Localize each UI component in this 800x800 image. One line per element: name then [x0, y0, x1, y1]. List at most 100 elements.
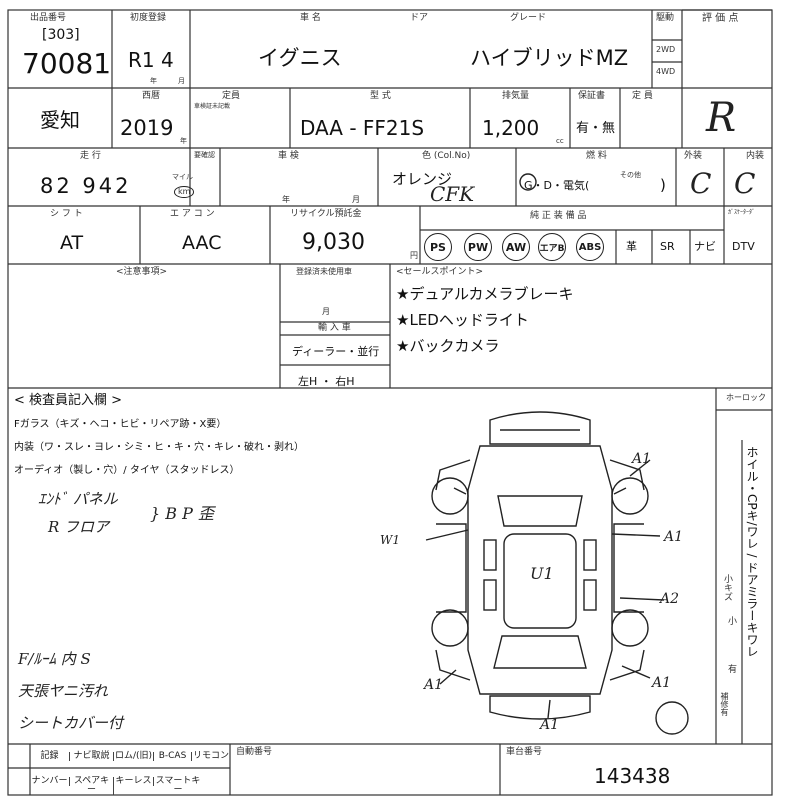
side-small-4: 補修有	[720, 692, 729, 716]
other-label: 定 員	[632, 91, 653, 101]
footer-item-smart-key: スマートキー	[155, 776, 201, 795]
meter-label: 要確認	[194, 151, 215, 159]
grade-label: グレード	[510, 13, 547, 23]
mark-bottom: A1	[540, 717, 560, 733]
footer-item-keyless: キーレス	[114, 777, 154, 786]
inspection-line-2: 内装（ワ・スレ・ヨレ・シミ・ヒ・キ・穴・キレ・破れ・剥れ）	[14, 442, 304, 453]
side-small-2: 小	[728, 617, 738, 627]
score-value: R	[706, 95, 737, 141]
footer-item-navi-manual: ナビ取説	[70, 752, 114, 761]
ext-value: C	[690, 167, 712, 200]
equip-pw: PW	[464, 233, 492, 261]
mileage-value: 82 942	[40, 174, 132, 198]
mark-right-upper: A1	[664, 529, 684, 545]
car-name-label: 車 名	[300, 13, 321, 23]
fuel-value: G・D・電気(	[524, 179, 590, 192]
model-value: DAA - FF21S	[300, 116, 425, 140]
fuel-other: その他	[620, 171, 641, 179]
model-label: 型 式	[370, 91, 391, 101]
inspector-note-1: ｴﾝﾄﾞ パネル	[38, 490, 118, 508]
footer-item-record: 記録	[30, 752, 70, 761]
inspector-note-4: F/ﾙｰﾑ 内 S	[18, 650, 91, 668]
sales-point-3: ★バックカメラ	[396, 337, 500, 355]
inspector-note-3: } B P 歪	[150, 504, 214, 523]
recycle-value: 9,030	[302, 230, 365, 255]
equip-aw: AW	[502, 233, 530, 261]
color-label: 色 (Col.No)	[422, 151, 471, 161]
auto-number-label: 自動番号	[236, 747, 273, 757]
equip-leather: 革	[626, 240, 637, 253]
inspector-note-6: シートカバー付	[18, 714, 124, 732]
mark-bottom-left: A1	[424, 677, 444, 693]
mark-right-lower: A2	[660, 591, 680, 607]
side-small-3: 有	[728, 665, 738, 675]
footer-item-spare-key: スペアキー	[70, 777, 114, 795]
equip-label: 純 正 装 備 品	[530, 211, 587, 221]
mark-top-right: A1	[632, 451, 652, 467]
history-label: 登録済未使用車	[296, 267, 352, 276]
mileage-unit-mile: マイル	[172, 173, 193, 181]
year-label: 西暦	[142, 91, 161, 101]
sales-label: <セールスポイント>	[396, 267, 484, 277]
footer-item-remote: リモコン	[192, 751, 229, 761]
handle-value: 左H ・ 右H	[298, 375, 355, 388]
equip-side-label: ｶﾞｽｹｰﾀｰﾀﾞ	[728, 209, 756, 216]
history-month: 月	[322, 307, 330, 316]
inspection-year: 年	[282, 195, 290, 204]
grade: ハイブリッドMZ	[470, 46, 629, 70]
chassis-label: 車台番号	[506, 747, 543, 757]
fuel-selected-circle	[519, 173, 537, 191]
displacement-value: 1,200	[482, 116, 540, 140]
fuel-label: 燃 料	[586, 151, 607, 161]
drive-4wd: 4WD	[656, 67, 676, 76]
sales-point-2: ★LEDヘッドライト	[396, 311, 529, 329]
recycle-label: リサイクル預託金	[290, 209, 362, 219]
door-label: ドア	[410, 13, 429, 23]
recycle-unit: 円	[410, 251, 418, 260]
chassis-value: 143438	[594, 764, 671, 788]
lot-number: 70081	[22, 47, 112, 80]
shift-label: シ フ ト	[50, 209, 83, 219]
footer-item-bcas: B-CAS	[154, 752, 192, 761]
mileage-unit-km: km	[174, 186, 195, 198]
mark-bottom-right: A1	[652, 675, 672, 691]
displacement-unit: cc	[556, 137, 564, 145]
mileage-label: 走 行	[80, 151, 101, 161]
year-value: 2019	[120, 116, 174, 140]
score-label: 評 価 点	[702, 13, 739, 24]
lot-code: [303]	[42, 27, 80, 43]
capacity-note: 車検証未記載	[194, 103, 231, 110]
warranty-label: 保証書	[578, 91, 606, 101]
fuel-close: )	[660, 176, 666, 194]
inspection-line-3: オーディオ（製し・穴）/ タイヤ（スタッドレス）	[14, 465, 240, 476]
equip-navi: ナビ	[694, 240, 716, 253]
equip-sr: SR	[660, 240, 675, 253]
year-suffix: 年	[180, 137, 187, 145]
shift-value: AT	[60, 232, 84, 254]
import-value: ディーラー・並行	[292, 345, 380, 358]
footer-item-number: ナンバー	[30, 777, 70, 786]
color-value: オレンジ	[392, 170, 453, 188]
ac-label: エ ア コ ン	[170, 209, 215, 219]
inspection-label: 車 検	[278, 151, 299, 161]
ac-value: AAC	[182, 232, 222, 254]
color-code: CFK	[430, 182, 475, 206]
drive-label: 駆動	[656, 13, 675, 23]
first-reg-month-unit: 月	[178, 77, 185, 85]
inspection-line-1: Fガラス（キズ・ヘコ・ヒビ・リペア跡・X要）	[14, 419, 227, 430]
inspector-note-5: 天張ヤニ汚れ	[18, 682, 109, 700]
venue-label: 出品番号	[30, 13, 67, 23]
stamp-label: ホーロック	[726, 393, 766, 402]
int-value: C	[734, 167, 756, 200]
warranty-value: 有・無	[576, 121, 616, 136]
footer-item-rom: ロム/(旧)	[114, 751, 154, 761]
ext-label: 外装	[684, 151, 703, 161]
equip-abs: ABS	[576, 233, 604, 261]
mark-center: U1	[530, 564, 554, 583]
caution-label: <注意事項>	[116, 267, 168, 277]
sales-point-1: ★デュアルカメラブレーキ	[396, 285, 574, 303]
drive-2wd: 2WD	[656, 45, 676, 54]
inspection-month: 月	[352, 195, 360, 204]
